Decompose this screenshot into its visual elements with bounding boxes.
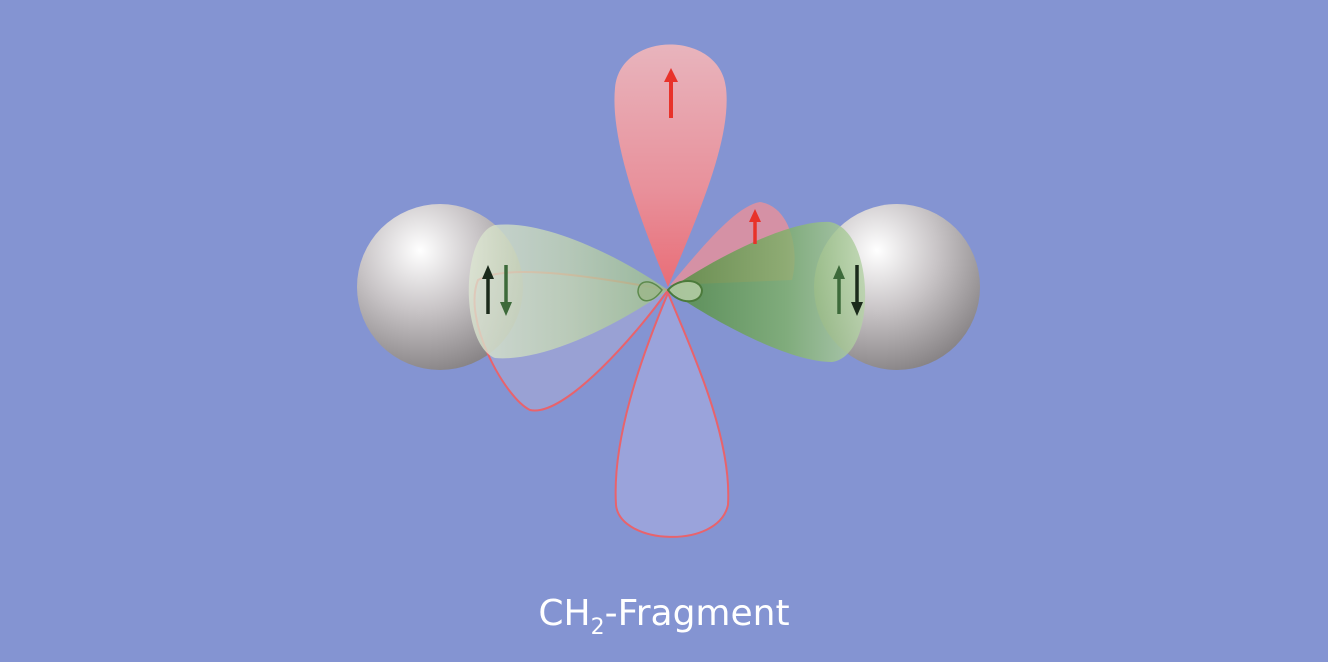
carbon-center-right	[666, 280, 704, 303]
caption-prefix: CH	[538, 593, 591, 634]
p-orbital-lower-lobe	[614, 290, 730, 538]
sp-orbital-left	[468, 224, 668, 359]
fragment-caption: CH2-Fragment	[0, 593, 1328, 639]
caption-suffix: -Fragment	[604, 593, 790, 634]
caption-subscript: 2	[590, 615, 605, 640]
electron-up-arrow-top	[664, 68, 678, 118]
ch2-orbital-diagram	[357, 44, 980, 538]
p-orbital-upper-lobe	[614, 44, 727, 287]
electron-pair-left	[482, 265, 512, 316]
electron-pair-right	[833, 265, 863, 316]
carbon-center-left	[637, 281, 663, 302]
sp-orbital-right	[668, 221, 866, 362]
electron-up-arrow-back	[749, 209, 761, 244]
